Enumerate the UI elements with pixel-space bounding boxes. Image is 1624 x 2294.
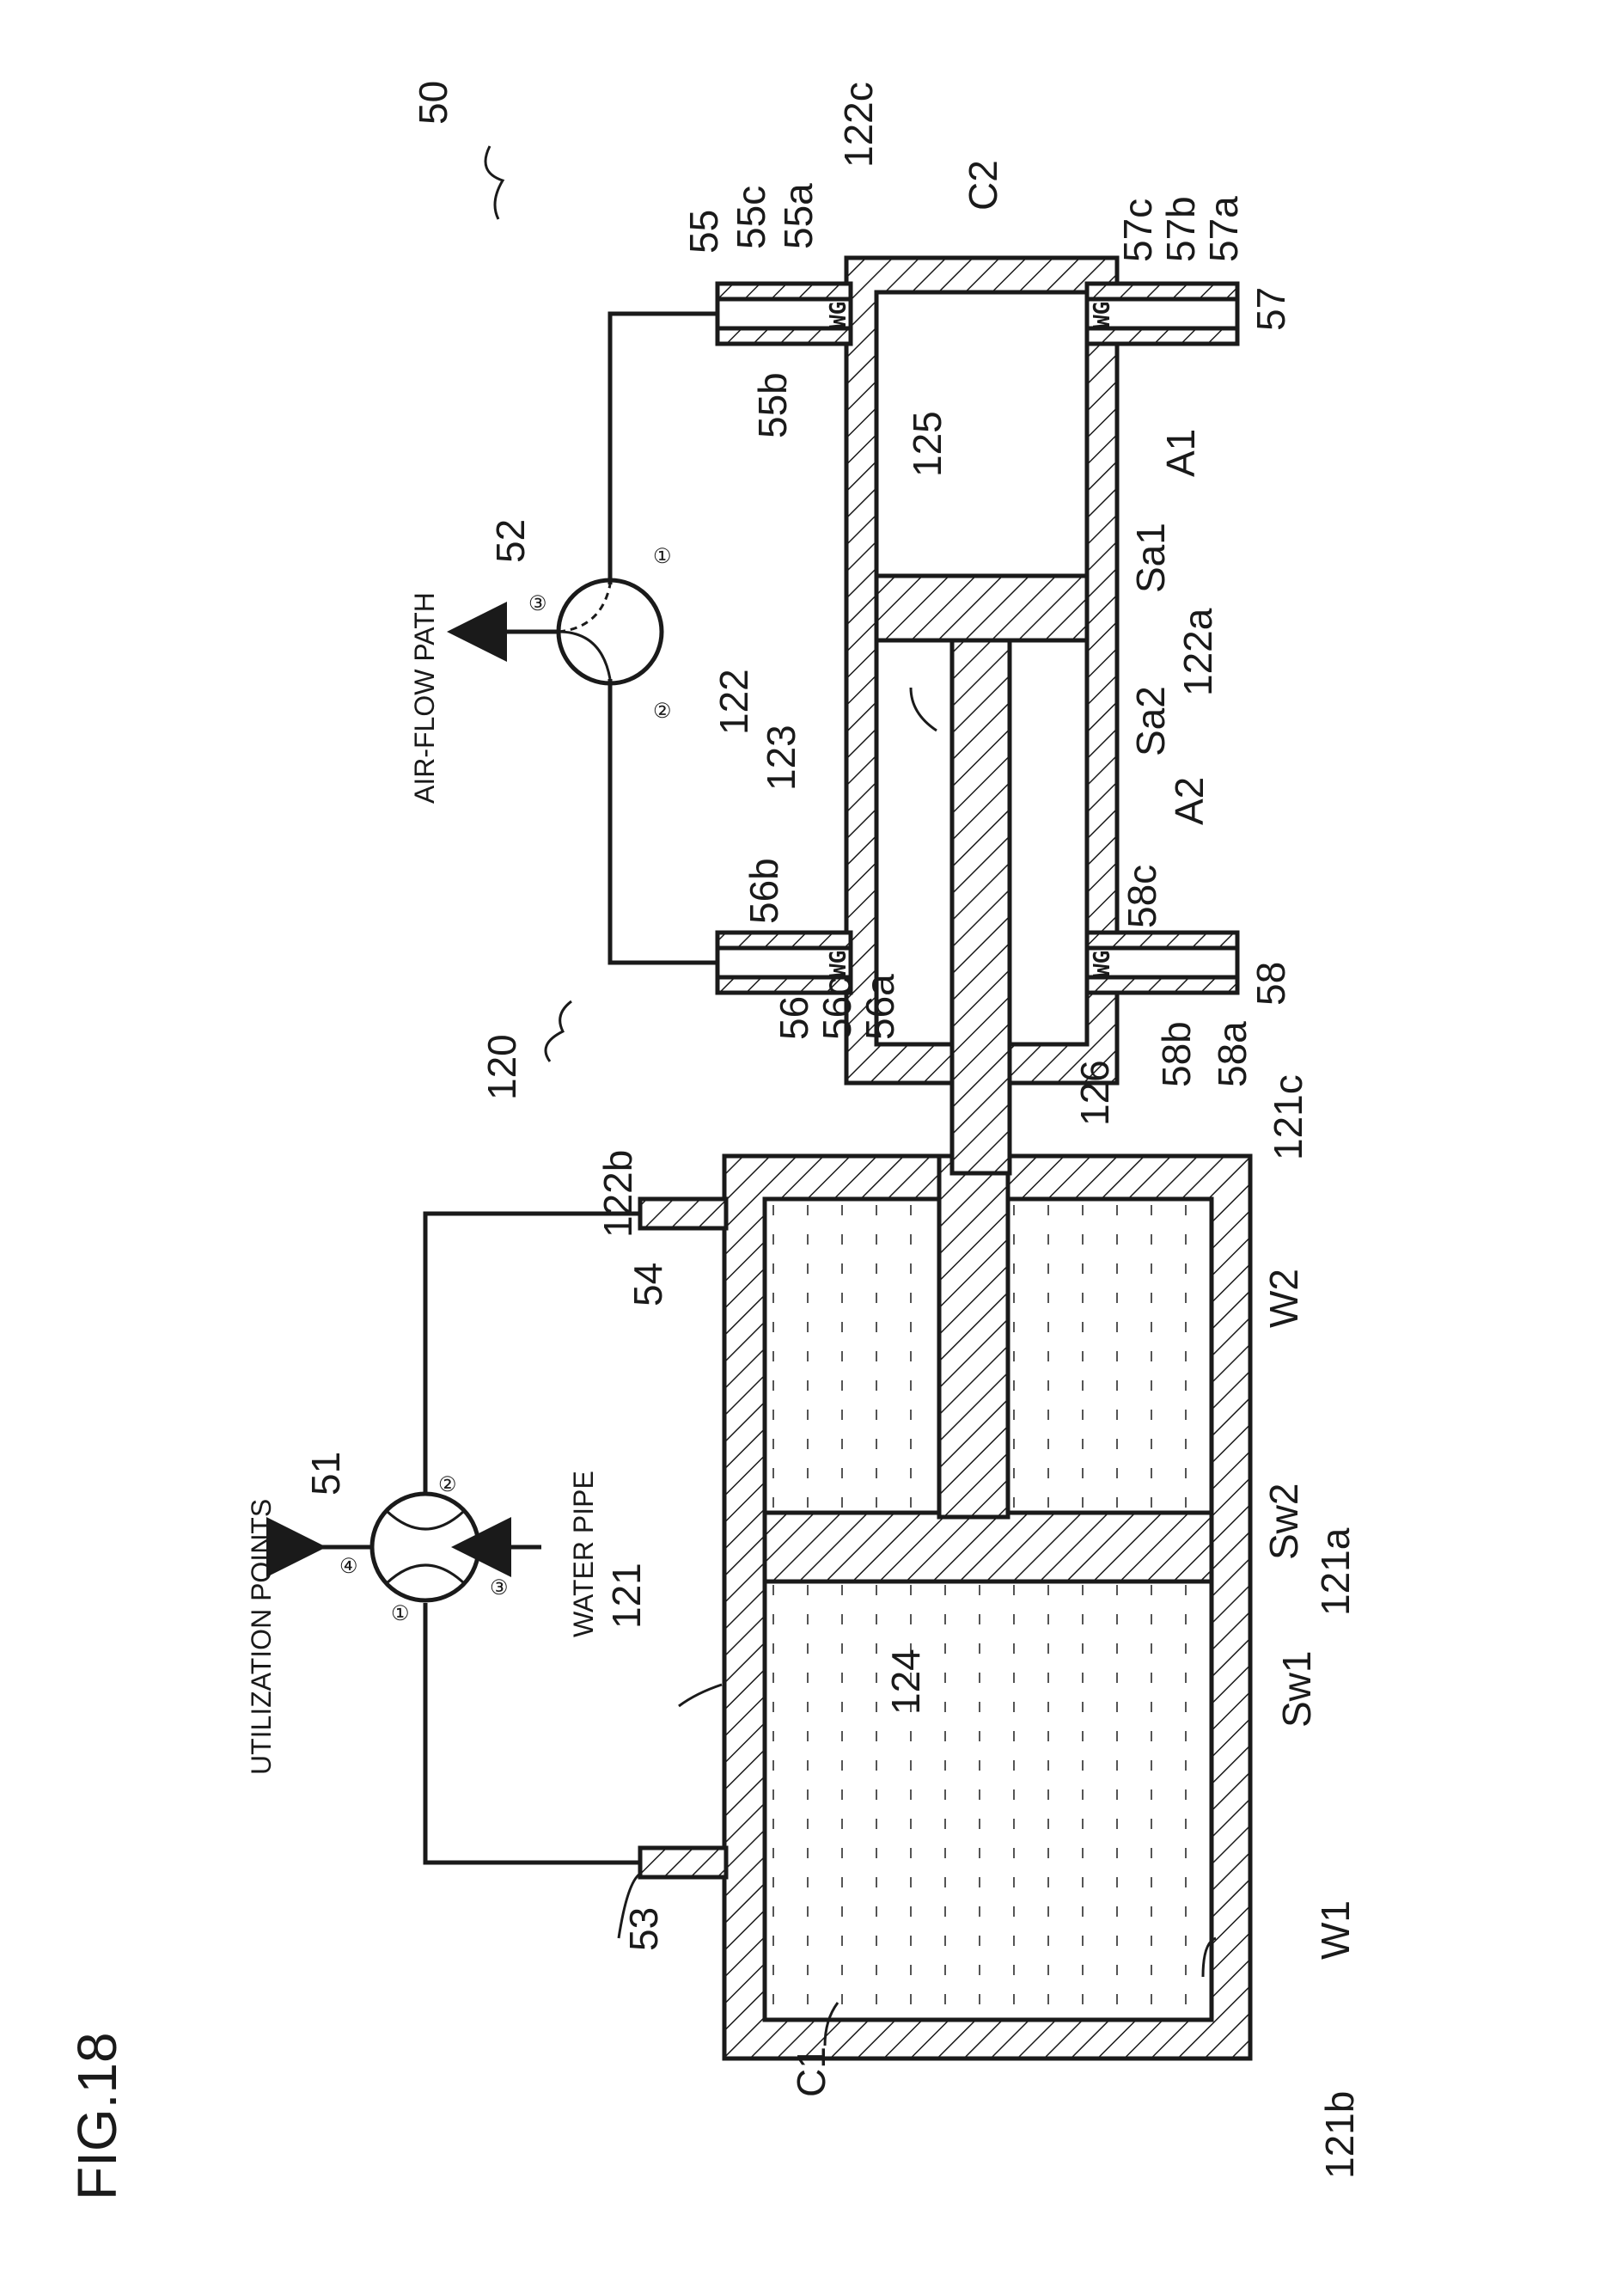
check-valve-57: WG (1087, 284, 1237, 344)
rod-126 (952, 640, 1010, 1173)
label-126: 126 (1072, 1060, 1117, 1126)
label-58c: 58c (1120, 865, 1164, 928)
label-51: 51 (303, 1452, 348, 1496)
label-58b: 58b (1154, 1021, 1199, 1087)
pipe-54-to-51 (425, 1214, 640, 1496)
label-123: 123 (759, 725, 803, 791)
label-58: 58 (1249, 962, 1293, 1006)
label-A2: A2 (1167, 777, 1212, 825)
label-56c: 56c (815, 976, 859, 1040)
label-121: 121 (604, 1563, 649, 1629)
label-Sa2: Sa2 (1128, 686, 1173, 756)
label-50: 50 (411, 81, 455, 125)
water-pipe-label: WATER PIPE (568, 1471, 599, 1637)
v51-port3: ③ (490, 1576, 509, 1600)
pipe-53-to-51 (425, 1603, 640, 1863)
piston-125 (876, 576, 1087, 640)
label-57: 57 (1249, 287, 1293, 331)
v51-port4: ④ (339, 1555, 358, 1578)
label-W1: W1 (1313, 1900, 1358, 1960)
v51-port2: ② (438, 1473, 457, 1496)
v51-port1: ① (391, 1602, 410, 1625)
label-56a: 56a (858, 974, 902, 1040)
label-121a: 121a (1313, 1527, 1358, 1616)
chamber-c1 (765, 1581, 1212, 2020)
air-flow-path-label: AIR-FLOW PATH (409, 592, 440, 804)
port-53 (640, 1848, 726, 1877)
label-56b: 56b (742, 858, 786, 924)
label-122a: 122a (1175, 608, 1220, 696)
v52-port1: ① (653, 545, 672, 568)
v52-port2: ② (653, 700, 672, 723)
three-way-valve-52[interactable]: ① ② ③ (477, 545, 672, 723)
label-W2: W2 (1261, 1269, 1306, 1328)
figure-title: FIG.18 (66, 2032, 128, 2200)
label-57c: 57c (1115, 199, 1160, 262)
check-valve-55: WG (717, 284, 852, 344)
water-cylinder (724, 1156, 1250, 2058)
utilization-points-label: UTILIZATION POINTS (246, 1499, 277, 1775)
spring-57: WG (1090, 302, 1115, 328)
label-56: 56 (772, 996, 816, 1040)
label-55a: 55a (776, 183, 821, 249)
label-120: 120 (479, 1034, 524, 1100)
label-53: 53 (621, 1907, 666, 1951)
label-A1: A1 (1158, 429, 1203, 477)
label-54: 54 (626, 1263, 670, 1306)
spring-58: WG (1090, 951, 1115, 977)
chamber-a2-right (1010, 640, 1087, 1044)
label-Sw2: Sw2 (1261, 1483, 1306, 1560)
rod-126-lower (939, 1156, 1008, 1517)
label-122c: 122c (836, 82, 881, 168)
label-57b: 57b (1158, 196, 1203, 262)
label-Sw1: Sw1 (1274, 1651, 1319, 1728)
v52-port3: ③ (528, 592, 547, 615)
label-57a: 57a (1201, 196, 1246, 262)
label-125: 125 (905, 411, 949, 477)
piston-124 (765, 1513, 1212, 1581)
label-122: 122 (711, 669, 756, 735)
label-Sa1: Sa1 (1128, 523, 1173, 593)
label-55: 55 (681, 210, 726, 254)
label-58a: 58a (1210, 1021, 1255, 1087)
label-C2: C2 (961, 160, 1005, 211)
label-C1: C1 (789, 2046, 833, 2097)
spring-55: WG (826, 302, 852, 328)
label-55c: 55c (729, 186, 773, 249)
label-124: 124 (883, 1649, 928, 1715)
check-valve-58: WG (1087, 933, 1237, 993)
label-121c: 121c (1266, 1074, 1310, 1160)
label-52: 52 (488, 519, 533, 563)
spring-56: WG (826, 951, 852, 977)
label-122b: 122b (595, 1150, 640, 1238)
label-121b: 121b (1317, 2091, 1362, 2179)
label-55b: 55b (750, 372, 795, 438)
pipe-55-to-52 (610, 314, 717, 584)
port-54 (640, 1199, 726, 1228)
